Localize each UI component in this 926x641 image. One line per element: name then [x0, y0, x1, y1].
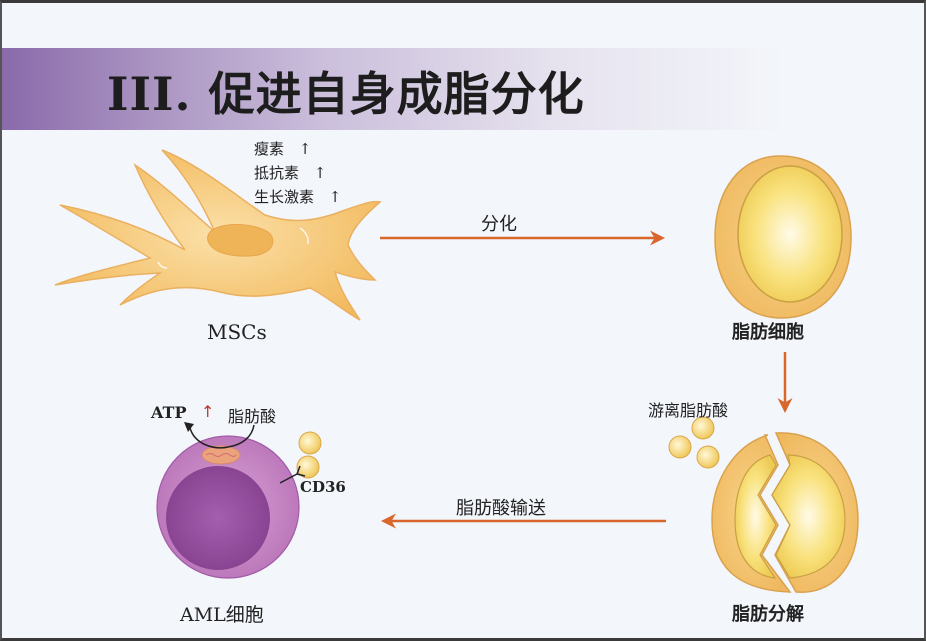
- atp-curved-arrow-icon: [189, 427, 229, 449]
- title-band: [2, 48, 924, 130]
- free-fatty-acid-label: 游离脂肪酸: [648, 401, 729, 420]
- cd36-label: CD36: [300, 478, 346, 496]
- aml-cell-label: AML细胞: [180, 604, 264, 626]
- msc-cell-icon: [54, 149, 382, 321]
- page-title: III. 促进自身成脂分化: [107, 67, 585, 121]
- msc-label: MSCs: [207, 320, 267, 344]
- lipolysis-label: 脂肪分解: [732, 604, 804, 625]
- hormone-label: 抵抗素: [254, 164, 300, 182]
- hormone-label: 生长激素: [254, 188, 315, 206]
- cd36-receptor-icon: [279, 465, 306, 484]
- up-arrow-icon: ↑: [313, 164, 327, 182]
- hormone-resistin: 抵抗素 ↑: [254, 162, 326, 183]
- atp-label: ATP: [151, 403, 187, 422]
- adipocyte-icon: [714, 155, 852, 319]
- lipolysis-cell-icon: [711, 432, 859, 593]
- hormone-label: 瘦素: [254, 140, 285, 158]
- fatty-acid-transport-label: 脂肪酸输送: [456, 498, 546, 519]
- fatty-acid-droplets-icon: [296, 431, 322, 479]
- up-arrow-icon: ↑: [298, 140, 312, 158]
- up-arrow-icon: ↑: [328, 188, 342, 206]
- msc-nucleus-icon: [207, 224, 274, 257]
- adipocyte-label: 脂肪细胞: [732, 322, 804, 343]
- differentiation-label: 分化: [481, 214, 517, 235]
- mitochondrion-icon: [201, 445, 241, 465]
- atp-up-arrow-icon: ↑: [201, 402, 215, 421]
- fatty-acid-label: 脂肪酸: [228, 407, 277, 426]
- hormone-leptin: 瘦素 ↑: [254, 138, 311, 159]
- hormone-growth-hormone: 生长激素 ↑: [254, 186, 341, 207]
- aml-cell-icon: [156, 435, 300, 579]
- free-fatty-acid-droplets-icon: [668, 416, 720, 469]
